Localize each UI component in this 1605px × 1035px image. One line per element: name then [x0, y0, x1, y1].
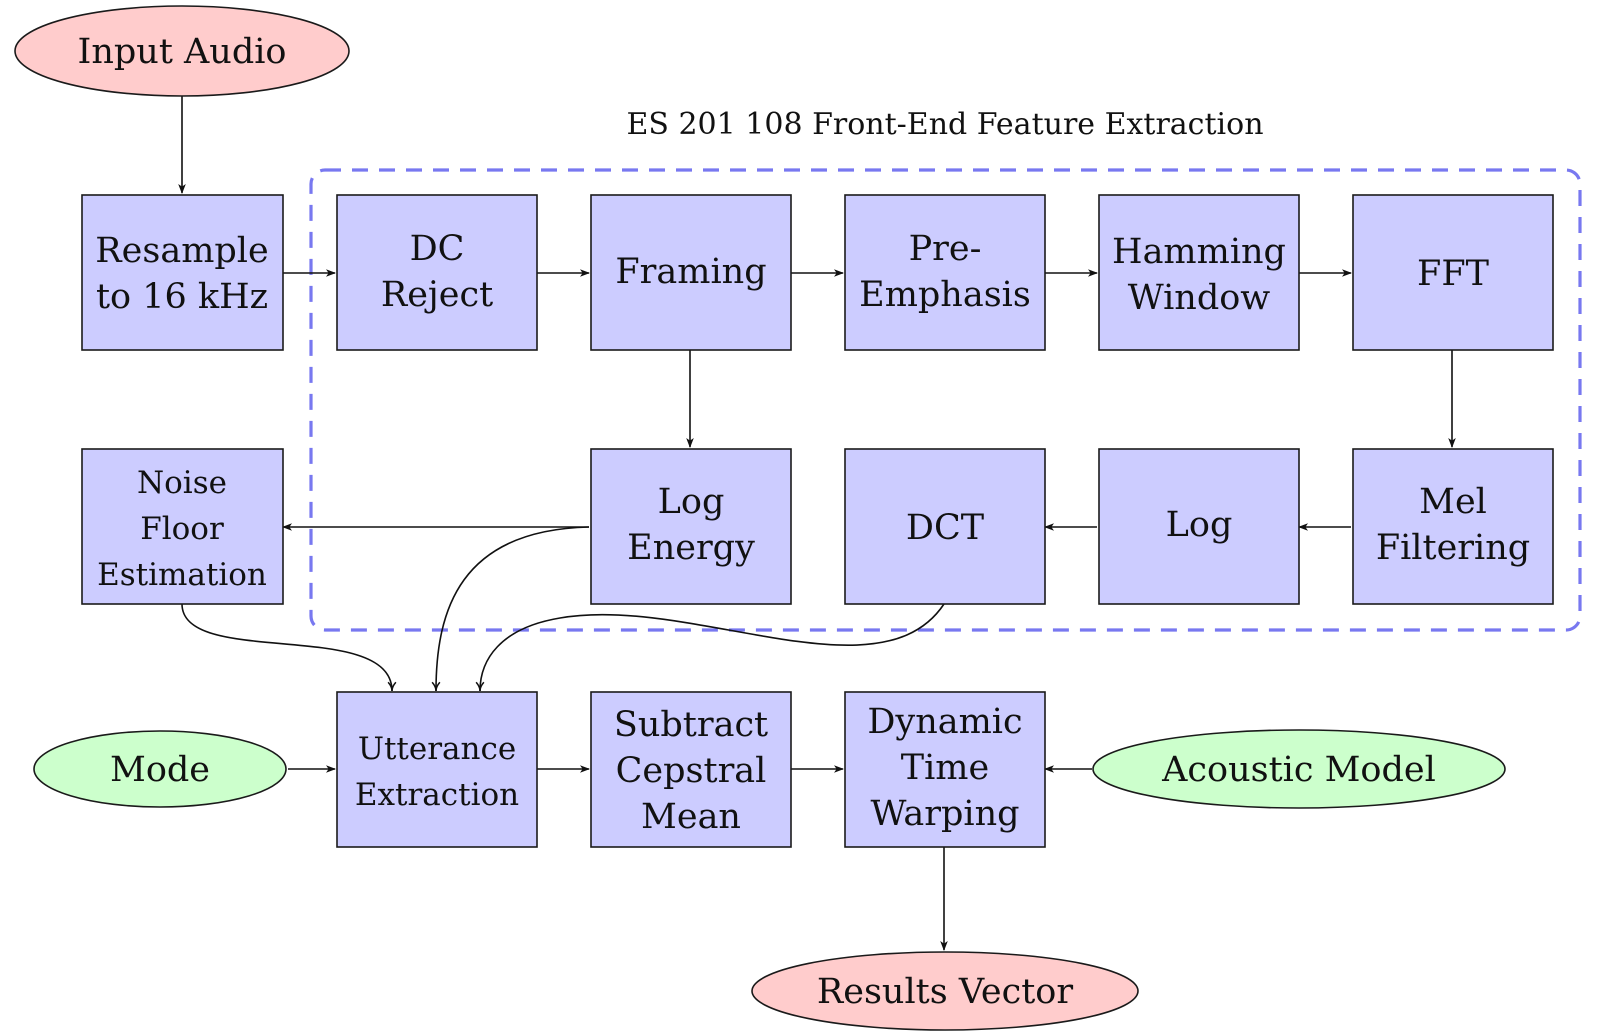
node-mode-label: Mode	[110, 750, 210, 790]
edge-log-energy-to-utterance	[431, 526, 590, 692]
noise-floor-label-line: Floor	[140, 511, 224, 547]
node-pre-emphasis-label: Pre- Emphasis	[859, 229, 1031, 315]
subtract-label-line: Mean	[641, 797, 741, 837]
edges	[178, 96, 1456, 951]
utterance-label-line: Utterance	[358, 731, 516, 767]
dc-reject-label-line: Reject	[381, 275, 493, 315]
subtract-label-line: Subtract	[614, 705, 768, 745]
log-energy-label-line: Energy	[627, 528, 755, 568]
resample-label-line: Resample	[95, 231, 268, 271]
node-fft-label: FFT	[1417, 254, 1489, 294]
node-resample: Resample to 16 kHz	[81, 194, 284, 351]
results-label-line: Results Vector	[817, 972, 1073, 1012]
dc-reject-label-line: DC	[410, 229, 465, 269]
log-energy-label-line: Log	[658, 482, 725, 522]
pre-emphasis-label-line: Pre-	[909, 229, 982, 269]
pre-emphasis-label-line: Emphasis	[859, 275, 1031, 315]
dtw-label-line: Time	[901, 748, 989, 788]
nodes: Input Audio Resample to 16 kHz DC Reject F…	[14, 5, 1554, 1031]
node-results-vector-label: Results Vector	[817, 972, 1073, 1012]
subtract-label-line: Cepstral	[616, 751, 767, 791]
input-audio-label-line: Input Audio	[78, 32, 287, 72]
hamming-label-line: Window	[1128, 278, 1271, 318]
log-label-line: Log	[1166, 505, 1233, 545]
node-framing: Framing	[590, 194, 792, 351]
node-framing-label: Framing	[615, 252, 766, 292]
node-acoustic-model-label: Acoustic Model	[1161, 750, 1436, 790]
mode-label-line: Mode	[110, 750, 210, 790]
node-acoustic-model: Acoustic Model	[1092, 729, 1506, 809]
node-input-audio: Input Audio	[14, 5, 350, 97]
node-fft: FFT	[1352, 194, 1554, 351]
mel-label-line: Filtering	[1376, 528, 1530, 568]
node-log: Log	[1098, 448, 1300, 605]
fft-label-line: FFT	[1417, 254, 1489, 294]
node-pre-emphasis: Pre- Emphasis	[844, 194, 1046, 351]
noise-floor-label-line: Estimation	[97, 557, 267, 593]
dtw-label-line: Dynamic	[867, 702, 1022, 742]
node-dct: DCT	[844, 448, 1046, 605]
noise-floor-label-line: Noise	[137, 465, 227, 501]
utterance-label-line: Extraction	[355, 777, 519, 813]
framing-label-line: Framing	[615, 252, 766, 292]
node-results-vector: Results Vector	[751, 951, 1139, 1031]
feature-extraction-group	[309, 168, 1582, 632]
node-log-label: Log	[1166, 505, 1233, 545]
dtw-label-line: Warping	[870, 794, 1019, 834]
resample-label-line: to 16 kHz	[96, 277, 268, 317]
node-mode: Mode	[33, 730, 287, 808]
group-title: ES 201 108 Front-End Feature Extraction	[626, 107, 1263, 142]
node-resample-label: Resample to 16 kHz	[95, 231, 268, 317]
node-dc-reject: DC Reject	[336, 194, 538, 351]
dct-label-line: DCT	[906, 508, 984, 548]
hamming-label-line: Hamming	[1112, 232, 1286, 272]
node-dct-label: DCT	[906, 508, 984, 548]
edge-dct-to-utterance	[475, 603, 945, 692]
mel-label-line: Mel	[1419, 482, 1487, 522]
edge-noise-floor-to-utterance	[181, 603, 397, 692]
node-dc-reject-label: DC Reject	[381, 229, 493, 315]
node-input-audio-label: Input Audio	[78, 32, 287, 72]
acoustic-label-line: Acoustic Model	[1161, 750, 1436, 790]
